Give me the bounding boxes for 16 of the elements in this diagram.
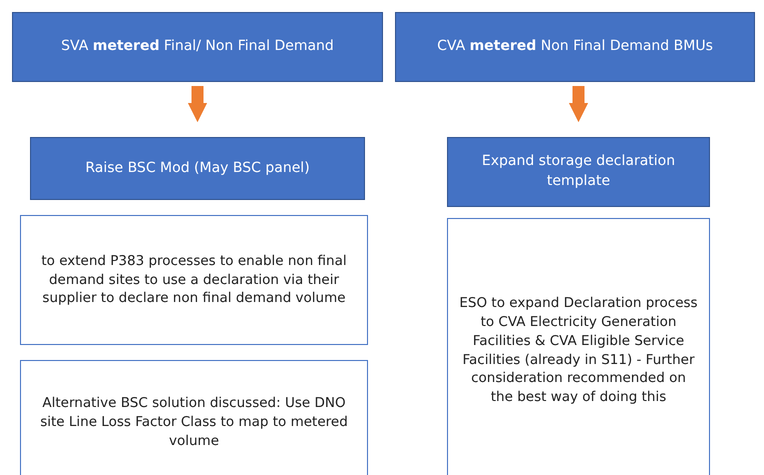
process-box <box>447 137 710 207</box>
box-text: Alternative BSC solution discussed: Use DNO site Line Loss Factor Class to map to metered volume <box>39 394 349 451</box>
process-box <box>395 12 755 82</box>
box-text: ESO to expand Declaration process to CVA Electricity Generation Facilities & CVA Eligible Service Facilities (already in S11) - Further consideration recommended on the best way of doing this <box>458 294 699 408</box>
box-text: Raise BSC Mod (May BSC panel) <box>85 158 310 178</box>
process-box <box>30 137 365 200</box>
text-box <box>20 360 368 475</box>
text-box <box>447 218 710 475</box>
box-text: SVA metered Final/ Non Final Demand <box>61 37 334 56</box>
block-arrow <box>568 86 588 122</box>
process-box <box>12 12 383 82</box>
block-arrow <box>188 86 208 122</box>
box-text: Expand storage declaration template <box>480 152 676 191</box>
text-box <box>20 215 368 345</box>
box-text: CVA metered Non Final Demand BMUs <box>437 37 713 56</box>
box-text: to extend P383 processes to enable non final demand sites to use a declaration via their supplier to declare non final demand volume <box>40 252 348 308</box>
